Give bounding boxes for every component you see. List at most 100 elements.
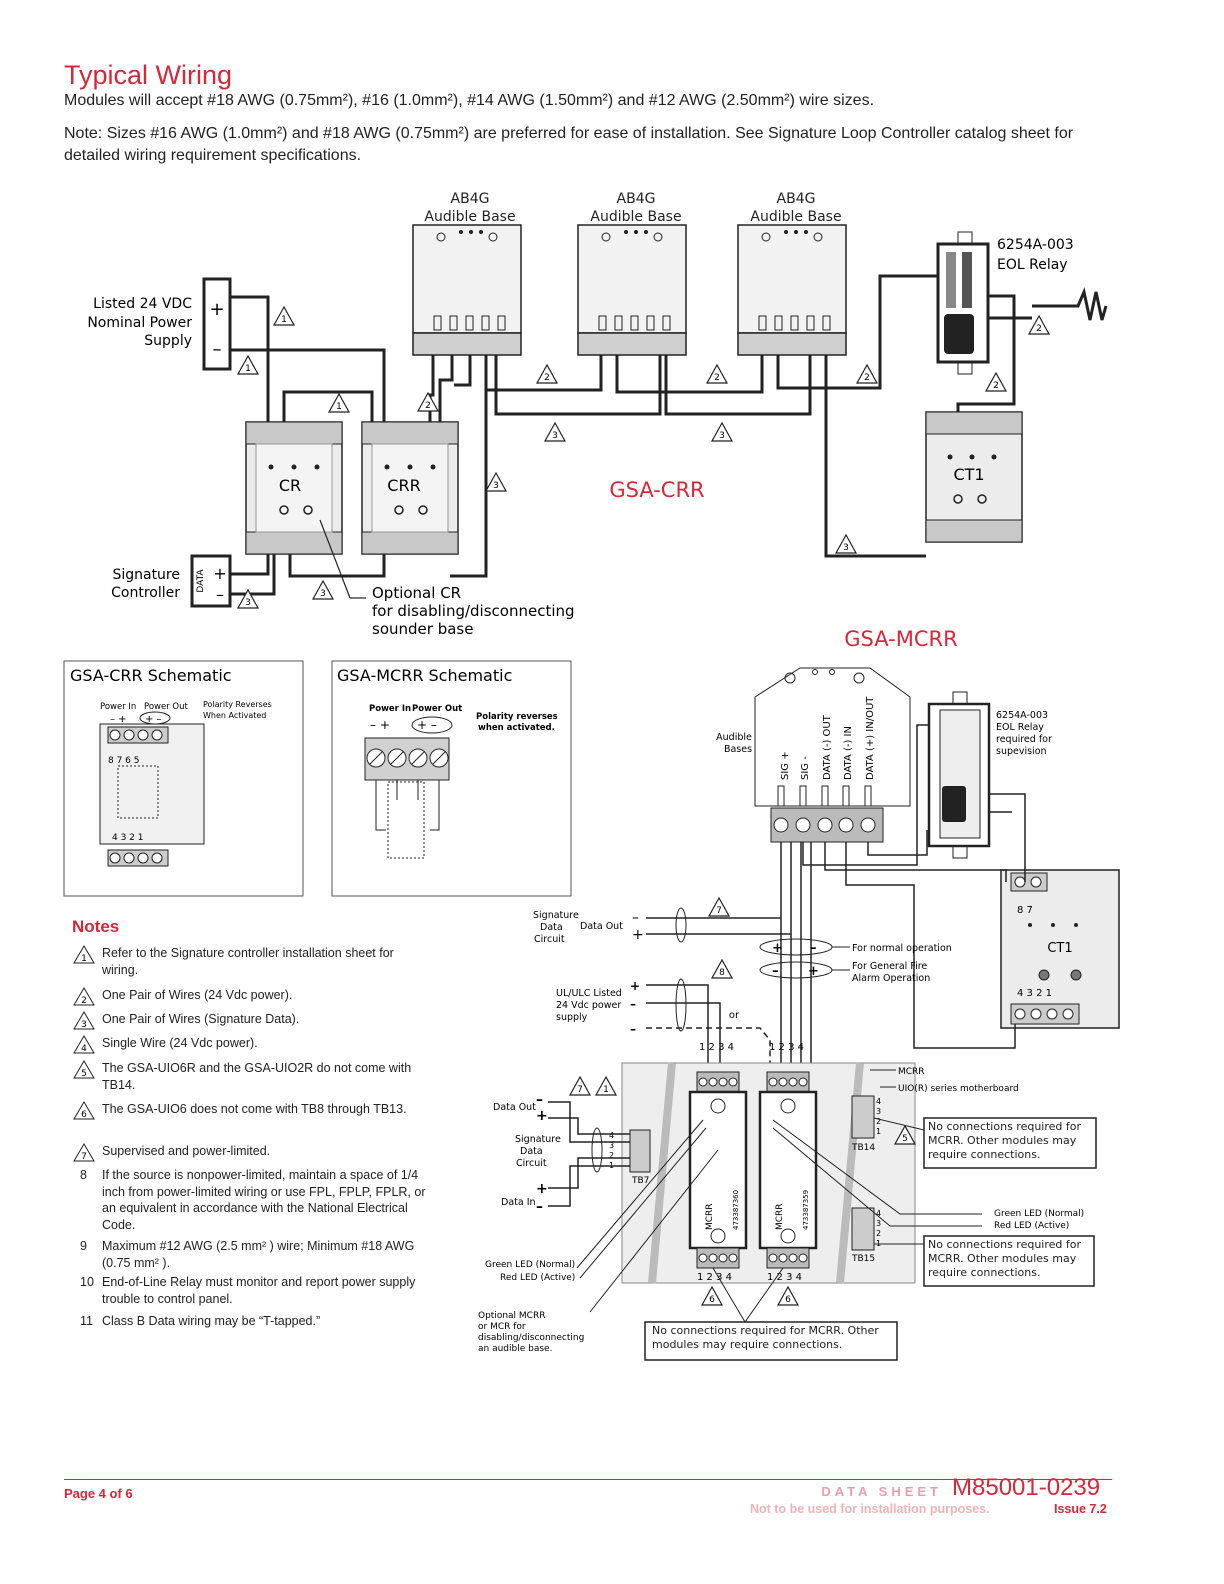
gsa-crr-diagram: AB4G Audible Base AB4G Audible Base AB4G… — [87, 191, 1108, 638]
note-marker: 1 — [72, 945, 102, 978]
red-led-left: Red LED (Active) — [500, 1273, 575, 1283]
gsa-crr-title: GSA-CRR — [609, 478, 704, 502]
nums-right-top: 1 2 3 4 — [769, 1042, 804, 1053]
mcrr-module-right: MCRR 473387359 1 2 3 4 — [758, 1071, 818, 1283]
svg-text:+: + — [536, 1108, 548, 1124]
mcrr-eol-l2: EOL Relay — [996, 722, 1044, 733]
intro-wire-sizes: Modules will accept #18 AWG (0.75mm²), #… — [64, 92, 875, 109]
svg-text:2: 2 — [714, 373, 720, 383]
green-led-left: Green LED (Normal) — [485, 1260, 575, 1270]
nums-left-top: 1 2 3 4 — [699, 1042, 734, 1053]
note-text: One Pair of Wires (24 Vdc power). — [102, 988, 293, 1002]
mcrr-polarity-2: when activated. — [478, 723, 555, 733]
mcrr-eol-l4: supevision — [996, 746, 1047, 757]
note-marker: 4 — [72, 1035, 102, 1054]
svg-text:4: 4 — [81, 1044, 87, 1054]
svg-text:1: 1 — [336, 402, 342, 412]
svg-text:– +: – + — [370, 718, 390, 732]
general-l2: Alarm Operation — [852, 973, 930, 984]
audible-base-2 — [577, 224, 687, 356]
data-out-top: Data Out — [580, 921, 623, 932]
crr-polarity-2: When Activated — [203, 711, 266, 720]
callout-tb15: No connections required for MCRR. Other … — [928, 1238, 1082, 1279]
footer-issue: Issue 7.2 — [1054, 1502, 1107, 1516]
ct1-bot-nums: 4 3 2 1 — [1017, 988, 1052, 999]
svg-text:4: 4 — [876, 1097, 881, 1106]
footer-disclaimer: Not to be used for installation purposes… — [750, 1502, 990, 1516]
svg-text:+ –: + – — [145, 714, 162, 725]
cr-label: CR — [279, 476, 301, 495]
svg-text:– +: – + — [110, 714, 127, 725]
svg-text:6: 6 — [81, 1110, 87, 1120]
sdc-b-1: Signature — [515, 1134, 561, 1145]
sig-plus: + — [213, 564, 226, 583]
audible-base-3 — [737, 224, 847, 356]
footer-doc-number: M85001-0239 — [952, 1474, 1101, 1501]
psu-label-2: Nominal Power — [87, 315, 192, 331]
note-text: Supervised and power-limited. — [102, 1144, 271, 1158]
ul-label-2: 24 Vdc power — [556, 1000, 621, 1011]
svg-text:2: 2 — [876, 1117, 881, 1126]
eol-relay — [936, 231, 990, 375]
mcrr-right-part: 473387359 — [802, 1190, 810, 1230]
note-marker: 3 — [72, 1011, 102, 1030]
sig-minus: – — [216, 585, 224, 604]
note-item: 6 The GSA-UIO6 does not come with TB8 thr… — [72, 1101, 432, 1120]
svg-text:–: – — [772, 964, 779, 979]
svg-text:1: 1 — [281, 315, 287, 325]
svg-text:7: 7 — [81, 1152, 87, 1162]
svg-text:+: + — [772, 941, 783, 956]
mcrr-callout: MCRR — [898, 1067, 925, 1077]
psu-plus: + — [209, 299, 224, 320]
ct1-top-nums: 8 7 — [1017, 905, 1033, 916]
note-marker: 5 — [72, 1060, 102, 1093]
mcrr-power-out: Power Out — [412, 704, 462, 714]
mcrr-eol-l3: required for — [996, 734, 1052, 745]
mcrr-right-label: MCRR — [775, 1203, 785, 1230]
ct1-label: CT1 — [953, 465, 984, 484]
term-data-inout: DATA (+) IN/OUT — [865, 696, 876, 780]
base3-model: AB4G — [777, 191, 816, 207]
note-marker: 10 — [80, 1275, 94, 1289]
sdc-label-2: Data — [540, 922, 563, 933]
sig-label-2: Controller — [111, 585, 180, 601]
mcrr-polarity: Polarity reverses — [476, 712, 558, 722]
svg-text:3: 3 — [493, 481, 499, 491]
footer-page: Page 4 of 6 — [64, 1486, 133, 1501]
note-text: The GSA-UIO6 does not come with TB8 thro… — [102, 1102, 407, 1116]
svg-text:6: 6 — [709, 1295, 715, 1305]
svg-text:2: 2 — [864, 373, 870, 383]
term-sig-minus: SIG - — [800, 756, 811, 780]
mcrr-left-part: 473387360 — [732, 1190, 740, 1230]
callout-tb8: No connections required for MCRR. Other … — [652, 1324, 879, 1351]
footer-data-sheet: DATA SHEET — [821, 1484, 942, 1499]
optional-cr-1: Optional CR — [372, 584, 461, 602]
note-text: Single Wire (24 Vdc power). — [102, 1036, 258, 1050]
eol-model: 6254A-003 — [997, 237, 1074, 253]
note-marker: 7 — [72, 1143, 102, 1162]
mcrr-eol-l1: 6254A-003 — [996, 710, 1048, 721]
svg-text:1: 1 — [245, 364, 251, 374]
optional-cr-2: for disabling/disconnecting — [372, 602, 575, 620]
general-l1: For General Fire — [852, 961, 927, 972]
svg-text:–: – — [630, 997, 636, 1011]
signature-controller: DATA + – — [190, 554, 232, 608]
notes-title: Notes — [72, 917, 120, 936]
note-marker: 9 — [80, 1239, 87, 1253]
svg-text:7: 7 — [716, 906, 722, 916]
psu-label-3: Supply — [144, 333, 192, 349]
svg-text:–: – — [536, 1199, 543, 1215]
svg-text:5: 5 — [902, 1134, 908, 1144]
svg-text:6: 6 — [785, 1295, 791, 1305]
tb14-label: TB14 — [851, 1143, 875, 1153]
opt-mcrr-2: or MCR for — [478, 1322, 526, 1332]
nums-left-bot: 1 2 3 4 — [697, 1272, 732, 1283]
intro-note: Note: Sizes #16 AWG (1.0mm²) and #18 AWG… — [64, 125, 1074, 164]
optional-cr-3: sounder base — [372, 620, 473, 638]
crr-polarity: Polarity Reverses — [203, 700, 272, 709]
